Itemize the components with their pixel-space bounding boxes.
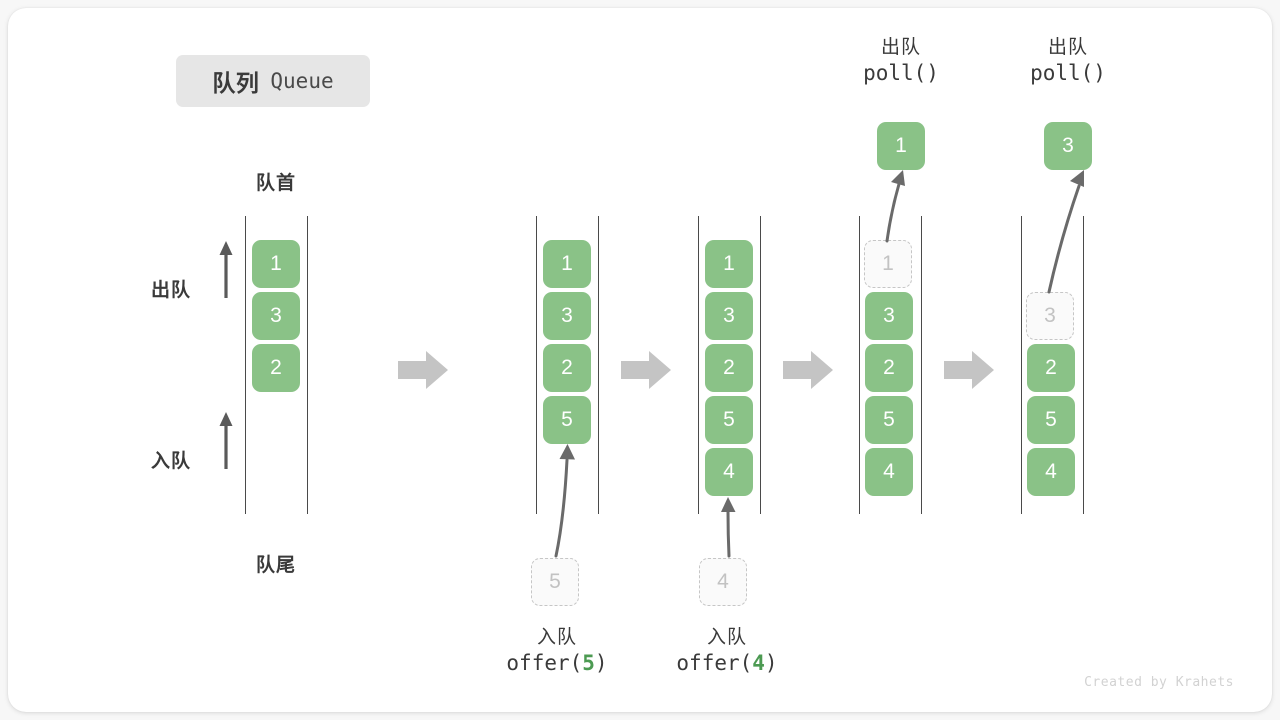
diagram-title-badge: 队列 Queue (176, 55, 370, 107)
cell-value: 4 (883, 460, 895, 483)
stage-3-incoming-ghost-cell: 4 (699, 558, 747, 606)
stage-2-rail-right (598, 216, 599, 514)
operation-name-cn: 出队 (1047, 37, 1088, 58)
stage-4-rail-right (921, 216, 922, 514)
stage-5-cell-4: 4 (1027, 448, 1075, 496)
stage-5-cell-3: 5 (1027, 396, 1075, 444)
cell-value: 3 (1044, 304, 1056, 327)
cell-value: 5 (561, 408, 573, 431)
cell-value: 4 (723, 460, 735, 483)
stage-2-cell-2: 2 (543, 344, 591, 392)
stage-3-cell-4: 4 (705, 448, 753, 496)
stage-4-cell-4: 4 (865, 448, 913, 496)
stage-transition-arrow-3-icon (783, 351, 833, 389)
title-chinese: 队列 (212, 70, 260, 96)
stage-transition-arrow-1-icon (398, 351, 448, 389)
stage-1-rail-right (307, 216, 308, 514)
stage-3-cell-1: 3 (705, 292, 753, 340)
cell-value: 5 (1045, 408, 1057, 431)
diagram-card: 队列 Queue 队首 队尾 出队 入队 1 3 2 (8, 8, 1272, 712)
queue-head-label: 队首 (255, 173, 296, 194)
cell-value: 1 (723, 252, 735, 275)
stage-1-cell-0: 1 (252, 240, 300, 288)
stage-1-cell-1: 3 (252, 292, 300, 340)
cell-value: 4 (717, 570, 729, 593)
stage-5-cell-1-outgoing: 3 (1026, 292, 1074, 340)
cell-value: 5 (549, 570, 561, 593)
stage-4-cell-2: 2 (865, 344, 913, 392)
stage-5-operation-label: 出队 poll() (974, 38, 1162, 90)
stage-1-rail-left (245, 216, 246, 514)
operation-code: offer(5) (506, 651, 608, 675)
stage-4-operation-label: 出队 poll() (807, 38, 995, 90)
stage-2-rail-left (536, 216, 537, 514)
operation-code: poll() (863, 61, 939, 85)
enqueue-direction-arrow-icon (219, 412, 233, 469)
cell-value: 3 (723, 304, 735, 327)
cell-value: 3 (1062, 134, 1074, 157)
cell-value: 5 (883, 408, 895, 431)
cell-value: 4 (1045, 460, 1057, 483)
operation-name-cn: 入队 (706, 627, 747, 648)
cell-value: 1 (882, 252, 894, 275)
cell-value: 2 (270, 356, 282, 379)
stage-3-cell-3: 5 (705, 396, 753, 444)
stage-1-cell-2: 2 (252, 344, 300, 392)
operation-code: offer(4) (676, 651, 778, 675)
stage-3-rail-left (698, 216, 699, 514)
stage-5-dequeue-arrow-icon (1047, 170, 1084, 294)
cell-value: 5 (723, 408, 735, 431)
stage-4-cell-1: 3 (865, 292, 913, 340)
stage-4-cell-0-outgoing: 1 (864, 240, 912, 288)
dequeue-direction-label: 出队 (151, 280, 192, 301)
cell-value: 2 (561, 356, 573, 379)
enqueue-direction-label: 入队 (151, 451, 192, 472)
stage-3-cell-0: 1 (705, 240, 753, 288)
operation-name-cn: 出队 (880, 37, 921, 58)
dequeue-direction-arrow-icon (219, 241, 233, 298)
stage-2-cell-0: 1 (543, 240, 591, 288)
stage-3-operation-label: 入队 offer(4) (633, 628, 821, 680)
stage-4-rail-left (859, 216, 860, 514)
stage-2-operation-label: 入队 offer(5) (463, 628, 651, 680)
stage-3-cell-2: 2 (705, 344, 753, 392)
cell-value: 1 (895, 134, 907, 157)
stage-5-polled-result-cell: 3 (1044, 122, 1092, 170)
stage-2-cell-3: 5 (543, 396, 591, 444)
stage-2-incoming-ghost-cell: 5 (531, 558, 579, 606)
operation-name-cn: 入队 (536, 627, 577, 648)
stage-transition-arrow-4-icon (944, 351, 994, 389)
cell-value: 2 (1045, 356, 1057, 379)
stage-3-rail-right (760, 216, 761, 514)
stage-5-rail-left (1021, 216, 1022, 514)
stage-4-cell-3: 5 (865, 396, 913, 444)
cell-value: 3 (883, 304, 895, 327)
queue-tail-label: 队尾 (255, 555, 296, 576)
cell-value: 3 (270, 304, 282, 327)
cell-value: 2 (883, 356, 895, 379)
stage-2-cell-1: 3 (543, 292, 591, 340)
stage-3-enqueue-arrow-icon (721, 497, 736, 558)
operation-code: poll() (1030, 61, 1106, 85)
stage-5-rail-right (1083, 216, 1084, 514)
cell-value: 2 (723, 356, 735, 379)
stage-5-cell-2: 2 (1027, 344, 1075, 392)
stage-4-polled-result-cell: 1 (877, 122, 925, 170)
cell-value: 1 (270, 252, 282, 275)
title-english: Queue (270, 69, 334, 93)
cell-value: 1 (561, 252, 573, 275)
stage-transition-arrow-2-icon (621, 351, 671, 389)
cell-value: 3 (561, 304, 573, 327)
watermark-credit: Created by Krahets (1084, 675, 1234, 690)
stage-4-dequeue-arrow-icon (885, 170, 905, 243)
stage-2-enqueue-arrow-icon (554, 444, 575, 558)
